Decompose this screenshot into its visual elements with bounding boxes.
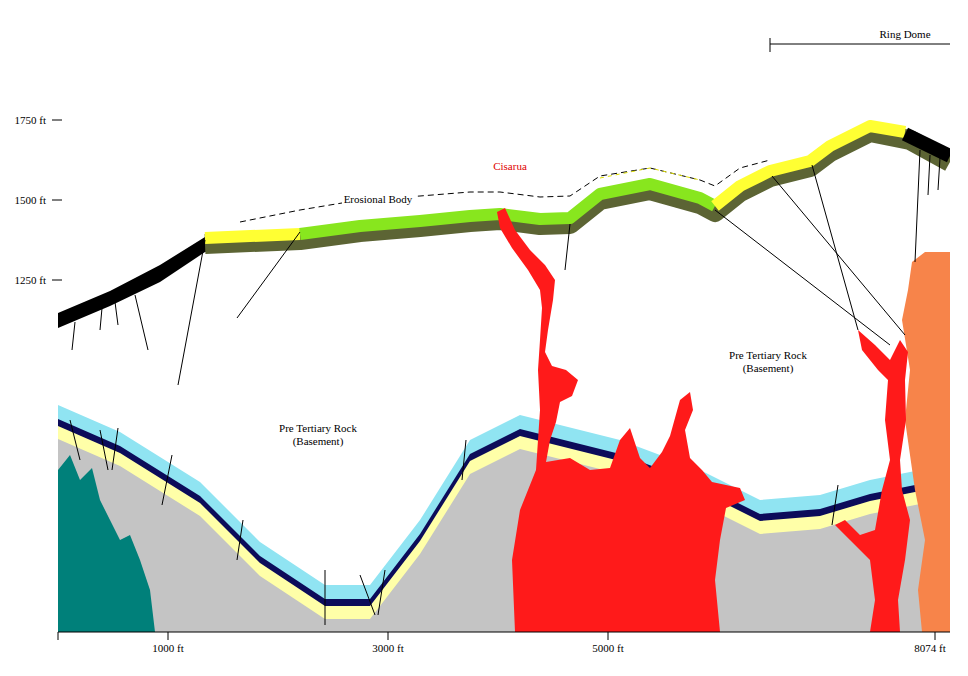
- axis-label: 5000 ft: [590, 642, 625, 655]
- axis-label: 1750 ft: [13, 114, 48, 127]
- axis-label: 8074 ft: [912, 642, 947, 655]
- intrusion-label: Cisarua: [491, 160, 529, 173]
- axis-label: 1500 ft: [13, 194, 48, 207]
- unit-label: Erosional Body: [342, 193, 415, 206]
- unit-label: Pre Tertiary Rock (Basement): [268, 422, 368, 447]
- axis-label: 1250 ft: [13, 274, 48, 287]
- axis-label: 1000 ft: [150, 642, 185, 655]
- unit-label: Pre Tertiary Rock (Basement): [718, 349, 818, 374]
- bracket-label: Ring Dome: [877, 28, 932, 41]
- axis-label: 3000 ft: [370, 642, 405, 655]
